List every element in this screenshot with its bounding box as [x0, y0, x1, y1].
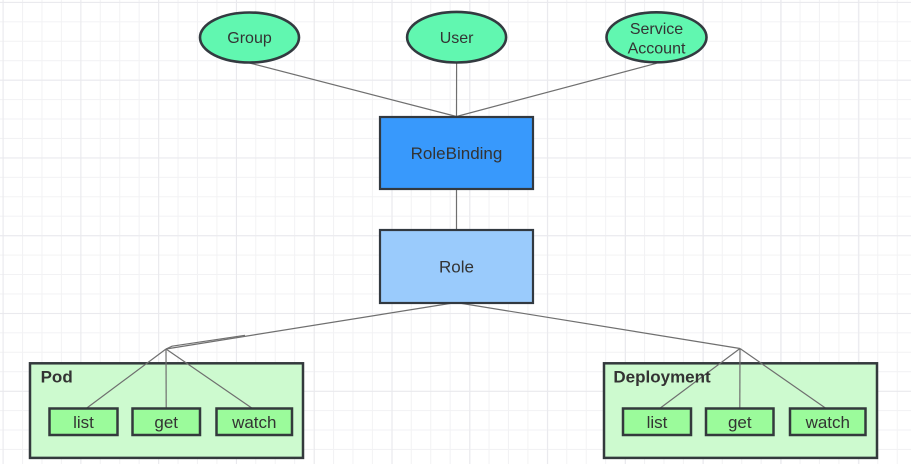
svg-text:Deployment: Deployment	[613, 367, 711, 386]
svg-text:Service: Service	[630, 21, 683, 38]
svg-text:Pod: Pod	[41, 367, 73, 386]
svg-text:User: User	[440, 30, 474, 47]
svg-text:list: list	[73, 413, 94, 432]
svg-text:Role: Role	[439, 258, 474, 277]
svg-text:Group: Group	[227, 30, 272, 47]
svg-text:watch: watch	[231, 413, 276, 432]
svg-text:get: get	[154, 413, 178, 432]
svg-text:watch: watch	[805, 413, 850, 432]
svg-text:list: list	[647, 413, 668, 432]
svg-text:get: get	[728, 413, 752, 432]
svg-text:Account: Account	[628, 40, 686, 57]
svg-text:RoleBinding: RoleBinding	[411, 144, 503, 163]
